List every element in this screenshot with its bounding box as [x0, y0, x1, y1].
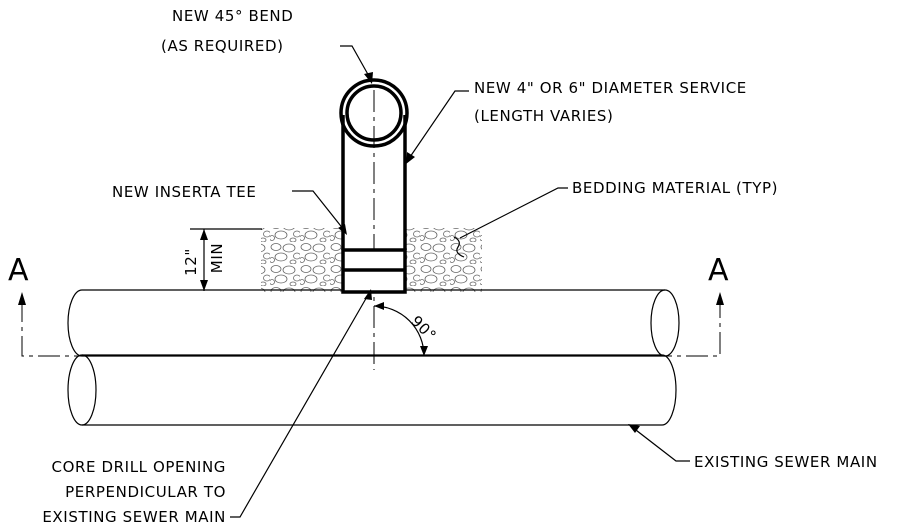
section-label-right: A — [708, 253, 729, 288]
bend-label-line1: NEW 45° BEND — [172, 7, 293, 25]
service-label-line2: (LENGTH VARIES) — [474, 107, 613, 125]
service-label-line1: NEW 4" OR 6" DIAMETER SERVICE — [474, 79, 747, 97]
bedding-label: BEDDING MATERIAL (TYP) — [572, 179, 778, 197]
core-drill-line2: PERPENDICULAR TO — [65, 483, 226, 501]
depth-dimension — [190, 228, 262, 291]
leader-lines — [230, 45, 690, 518]
bend-45 — [339, 78, 409, 148]
depth-min: MIN — [208, 243, 226, 273]
bedding-material — [261, 228, 482, 292]
sewer-main-lower — [67, 354, 677, 426]
core-drill-line3: EXISTING SEWER MAIN — [42, 508, 226, 526]
tee-label: NEW INSERTA TEE — [112, 183, 256, 201]
bend-label-line2: (AS REQUIRED) — [161, 37, 284, 55]
section-label-left: A — [8, 253, 29, 288]
angle-arc — [373, 302, 428, 357]
inserta-tee — [341, 248, 407, 294]
sewer-main-label: EXISTING SEWER MAIN — [694, 453, 878, 471]
depth-value: 12" — [182, 248, 200, 276]
core-drill-line1: CORE DRILL OPENING — [52, 458, 226, 476]
angle-label: 90° — [407, 312, 440, 345]
bedding-symbol — [453, 236, 465, 258]
service-pipe — [341, 90, 407, 370]
section-cut-line — [18, 292, 724, 357]
